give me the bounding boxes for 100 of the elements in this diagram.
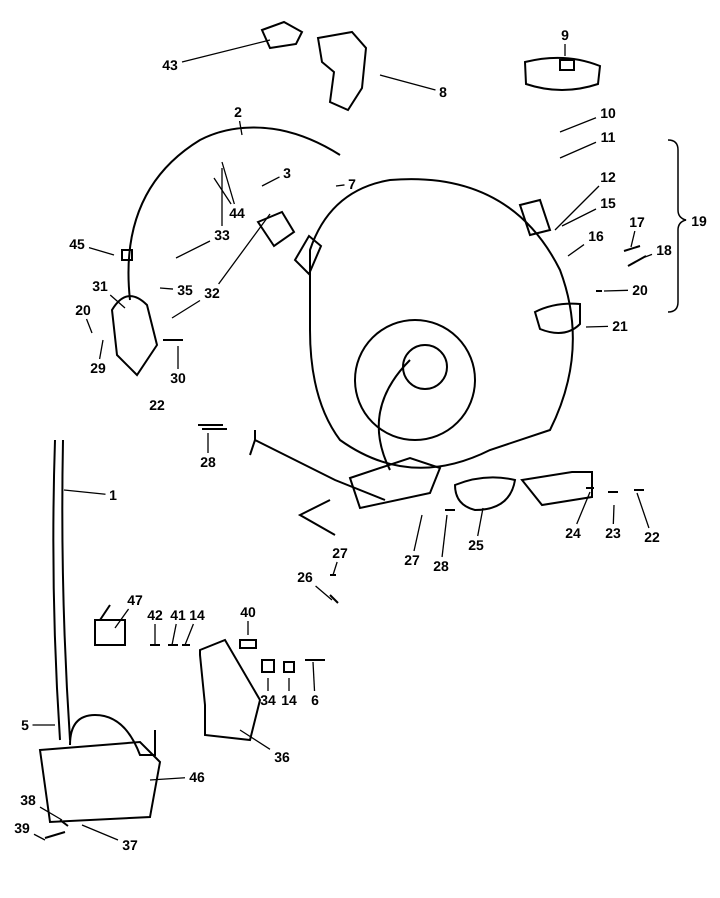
- callout-number: 45: [69, 237, 85, 251]
- leader-line: [240, 729, 270, 750]
- callout-number: 18: [656, 243, 672, 257]
- callout-number: 3: [283, 166, 291, 180]
- leader-line: [644, 254, 652, 258]
- leader-line: [114, 608, 130, 628]
- callout-number: 27: [332, 546, 348, 560]
- leader-line: [576, 492, 591, 524]
- leader-line: [560, 142, 596, 159]
- leader-line: [586, 326, 608, 328]
- leader-line: [441, 514, 448, 558]
- leader-line: [554, 186, 600, 230]
- callout-number: 22: [644, 530, 660, 544]
- callout-number: 25: [468, 538, 484, 552]
- callout-number: 2: [234, 105, 242, 119]
- leader-line: [177, 346, 179, 369]
- leader-line: [332, 562, 338, 576]
- leader-line: [176, 240, 210, 259]
- leader-line: [160, 287, 174, 290]
- callout-number: 11: [600, 130, 616, 144]
- callout-number: 28: [433, 559, 449, 573]
- callout-number: 47: [127, 593, 143, 607]
- leader-line: [562, 208, 596, 227]
- callout-number: 40: [240, 605, 256, 619]
- leader-line: [86, 318, 93, 334]
- leader-line: [171, 624, 177, 646]
- callout-number: 14: [281, 693, 297, 707]
- callout-number: 1: [109, 488, 117, 502]
- leader-line: [88, 246, 114, 256]
- callout-number: 23: [605, 526, 621, 540]
- leader-line: [213, 178, 232, 204]
- leader-line: [568, 244, 584, 257]
- callout-number: 38: [20, 793, 36, 807]
- callout-number: 5: [21, 718, 29, 732]
- callout-number: 32: [204, 286, 220, 300]
- callout-number: 29: [90, 361, 106, 375]
- leader-line: [221, 162, 235, 204]
- callout-number: 24: [565, 526, 581, 540]
- leader-line: [262, 176, 280, 187]
- callout-number: 26: [297, 570, 313, 584]
- leader-line: [172, 300, 200, 319]
- callout-number: 15: [600, 196, 616, 210]
- leader-line: [380, 74, 436, 91]
- callout-number: 42: [147, 608, 163, 622]
- leader-line: [98, 340, 104, 360]
- leader-line: [315, 586, 332, 600]
- leader-line: [413, 514, 423, 552]
- callout-number: 6: [311, 693, 319, 707]
- leader-line: [247, 621, 249, 635]
- callout-number: 34: [260, 693, 276, 707]
- callout-number: 12: [600, 170, 616, 184]
- leader-line: [64, 489, 106, 495]
- callout-number: 19: [691, 214, 707, 228]
- callout-number: 36: [274, 750, 290, 764]
- leader-line: [636, 492, 650, 528]
- leader-line: [612, 504, 615, 524]
- leader-line: [564, 44, 566, 56]
- callout-number: 28: [200, 455, 216, 469]
- leader-line: [150, 777, 186, 781]
- callout-number: 8: [439, 85, 447, 99]
- callout-number: 20: [632, 283, 648, 297]
- callout-number: 16: [588, 229, 604, 243]
- callout-number: 30: [170, 371, 186, 385]
- leader-line: [34, 834, 46, 841]
- callout-number: 21: [612, 319, 628, 333]
- callout-number: 14: [189, 608, 205, 622]
- callout-number: 43: [162, 58, 178, 72]
- callout-number: 37: [122, 838, 138, 852]
- leader-line: [40, 806, 62, 821]
- callout-number: 7: [348, 177, 356, 191]
- leader-line: [218, 214, 271, 284]
- leader-line: [288, 678, 290, 691]
- callout-number: 46: [189, 770, 205, 784]
- callout-number: 35: [177, 283, 193, 297]
- callout-number: 20: [75, 303, 91, 317]
- leader-line: [477, 508, 484, 536]
- callout-number: 44: [229, 206, 245, 220]
- callout-number: 39: [14, 821, 30, 835]
- callout-number: 10: [600, 106, 616, 120]
- leader-line: [336, 184, 345, 187]
- callout-number: 41: [170, 608, 186, 622]
- leader-line: [82, 824, 118, 841]
- leader-line: [221, 168, 223, 226]
- callout-number: 31: [92, 279, 108, 293]
- leader-line: [182, 39, 270, 63]
- callout-number: 22: [149, 398, 165, 412]
- leader-line: [267, 678, 269, 691]
- leader-line: [154, 624, 156, 645]
- leader-line: [560, 117, 596, 133]
- leader-line: [184, 624, 194, 646]
- leader-line: [32, 724, 55, 726]
- callout-number: 33: [214, 228, 230, 242]
- leader-line: [630, 230, 636, 248]
- leader-line: [207, 433, 209, 453]
- leader-line: [604, 290, 628, 292]
- leader-line: [110, 294, 126, 308]
- leader-line: [312, 662, 316, 692]
- callout-number: 17: [629, 215, 645, 229]
- leader-line: [238, 120, 243, 136]
- callout-number: 9: [561, 28, 569, 42]
